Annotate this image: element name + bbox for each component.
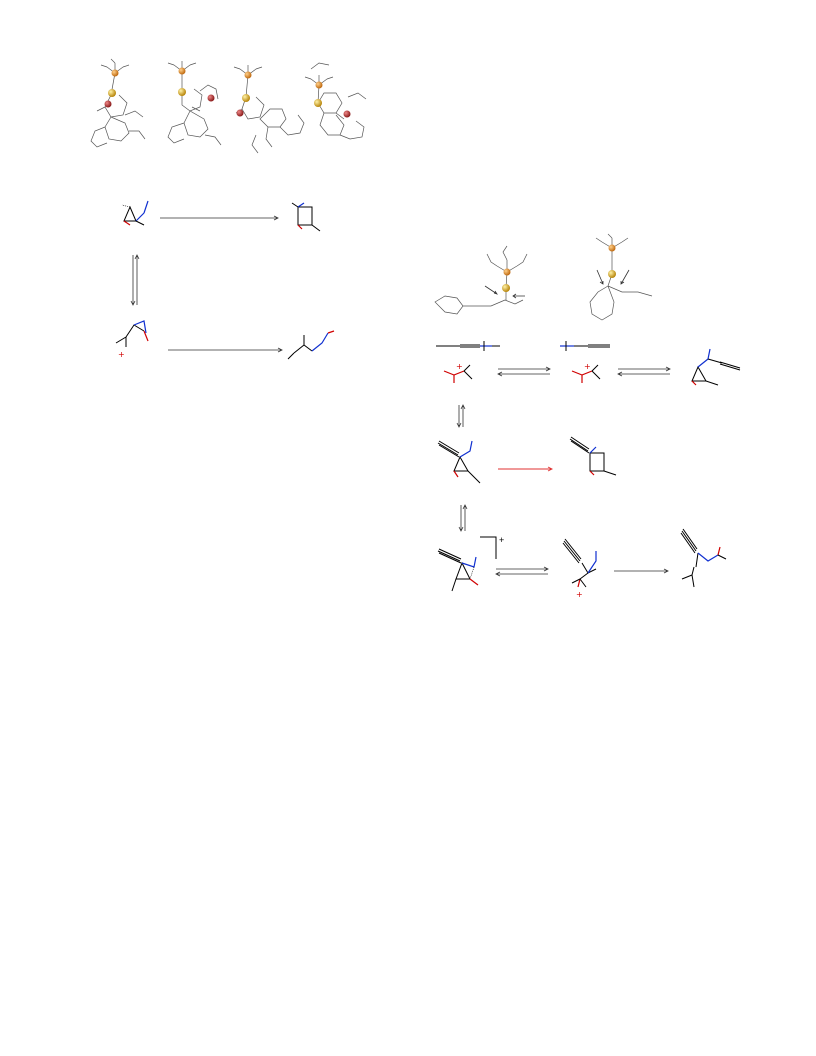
equilibrium-arrows-row3 (495, 566, 549, 577)
left-bottom-product (287, 330, 335, 360)
structure-3 (233, 65, 305, 154)
left-top-reactant (121, 200, 149, 226)
left-top-product (291, 202, 321, 232)
equilibrium-arrows-row1-right (617, 366, 671, 377)
complex-1 (434, 245, 528, 315)
right-reaction-scheme: + + (436, 341, 741, 599)
bracket-charge: + (499, 535, 504, 545)
crystal-structures-row (90, 58, 367, 154)
structure-1 (90, 58, 146, 148)
left-top-arrow (160, 215, 279, 221)
structure-2 (167, 61, 222, 146)
equilibrium-arrows-row1-left (497, 366, 551, 377)
gold-alkyne-complexes (434, 233, 653, 321)
three-ring-right (691, 348, 741, 386)
complex-2 (589, 233, 653, 321)
positive-charge: + (584, 362, 591, 371)
phosphorus-atom (111, 69, 119, 77)
four-ring-product (569, 436, 617, 476)
left-reaction-scheme: + (115, 200, 335, 360)
bromine-atom (104, 100, 112, 108)
cation-left: + (443, 362, 473, 383)
cation-right: + (571, 362, 601, 383)
red-reaction-arrow (498, 466, 554, 472)
structure-4 (304, 62, 367, 140)
alkyne-fragment-left (436, 341, 500, 351)
left-bottom-arrow (168, 347, 283, 353)
left-bottom-intermediate: + (115, 320, 149, 359)
cationic-intermediate-row3: + (562, 538, 597, 599)
positive-charge: + (456, 362, 463, 371)
final-arrow (614, 568, 669, 574)
left-equilibrium-arrows (130, 254, 140, 306)
vertical-equilibrium-2 (458, 504, 468, 532)
alkyne-fragment-right (560, 341, 610, 351)
positive-charge: + (118, 350, 125, 359)
vertical-equilibrium-1 (456, 404, 466, 428)
bracketed-transition-state: + (437, 535, 504, 592)
positive-charge: + (576, 590, 583, 599)
gold-atom (108, 89, 116, 97)
oxaziridine-alkyne-left (437, 440, 481, 484)
final-product (680, 528, 727, 588)
